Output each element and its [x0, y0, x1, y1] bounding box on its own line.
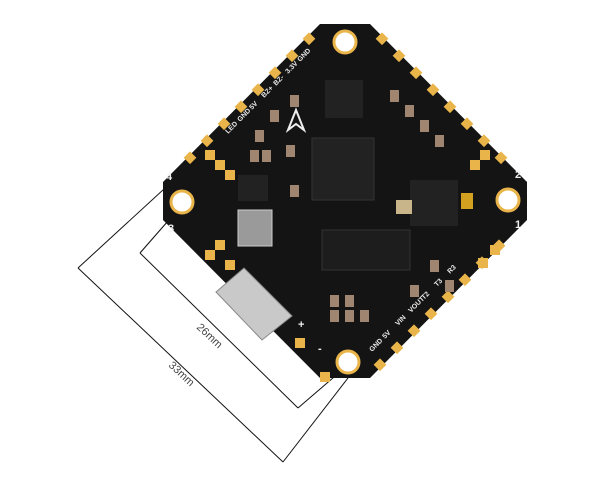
- motor-pad: [480, 150, 490, 160]
- capacitor: [330, 295, 339, 307]
- solder-pad: [373, 358, 387, 372]
- outer-dimension-label: 33mm: [166, 359, 197, 389]
- solder-pad: [302, 32, 316, 46]
- capacitor: [420, 120, 429, 132]
- crystal: [396, 200, 412, 214]
- boot-button: [461, 193, 473, 209]
- pad-label: T3: [433, 278, 444, 289]
- mounting-holes: [169, 29, 521, 375]
- plus-label: +: [298, 319, 304, 331]
- capacitor: [250, 150, 259, 162]
- motor-pad: [478, 258, 488, 268]
- solder-pad: [285, 49, 299, 63]
- capacitor: [270, 110, 279, 122]
- outer-dimension-line: [77, 267, 284, 463]
- solder-pad: [200, 134, 214, 148]
- brand-logo-icon: [285, 107, 307, 133]
- solder-pad: [234, 100, 248, 114]
- motor-pad: [225, 170, 235, 180]
- gyro-chip: [325, 80, 363, 118]
- motor-label-4: 4: [166, 171, 173, 183]
- mounting-hole: [332, 29, 358, 55]
- solder-pad: [460, 117, 474, 131]
- capacitor: [445, 280, 454, 292]
- capacitor: [345, 310, 354, 322]
- solder-pad: [390, 341, 404, 355]
- capacitor: [410, 285, 419, 297]
- capacitor: [290, 95, 299, 107]
- solder-pad: [426, 83, 440, 97]
- capacitor: [360, 310, 369, 322]
- motor-pad: [295, 338, 305, 348]
- motor-pad: [320, 372, 330, 382]
- minus-label: -: [318, 343, 322, 355]
- inner-dimension-line: [139, 252, 299, 409]
- motor-label-3: 3: [168, 223, 174, 235]
- flash-chip: [410, 180, 458, 226]
- capacitor: [430, 260, 439, 272]
- inductor: [237, 209, 273, 247]
- inner-dimension-label: 26mm: [194, 321, 225, 351]
- mounting-hole: [169, 189, 195, 215]
- solder-pad: [443, 100, 457, 114]
- solder-pad: [409, 66, 423, 80]
- motor-label-2: 2: [515, 169, 521, 181]
- solder-pads: [183, 32, 508, 382]
- capacitor: [262, 150, 271, 162]
- pad-label: 5V: [381, 329, 392, 340]
- capacitors: [250, 90, 454, 322]
- solder-pad: [424, 307, 438, 321]
- regulator-chip: [238, 175, 268, 201]
- capacitor: [255, 130, 264, 142]
- solder-pad: [217, 117, 231, 131]
- outer-extension-line: [77, 177, 177, 269]
- capacitor: [435, 135, 444, 147]
- solder-pad: [458, 273, 472, 287]
- capacitor: [330, 310, 339, 322]
- dimension-lines: [77, 177, 349, 463]
- solder-pad: [477, 134, 491, 148]
- solder-pad: [251, 83, 265, 97]
- solder-pad: [441, 290, 455, 304]
- usb-port: [215, 267, 293, 341]
- mounting-hole: [495, 187, 521, 213]
- motor-pad: [490, 245, 500, 255]
- solder-pad: [183, 151, 197, 165]
- solder-pad: [268, 66, 282, 80]
- outer-extension-line: [282, 377, 349, 463]
- pad-label: R3: [446, 264, 457, 275]
- pad-label: 5V: [248, 100, 259, 111]
- solder-pad: [407, 324, 421, 338]
- capacitor: [345, 295, 354, 307]
- solder-pad: [494, 151, 508, 165]
- motor-pad: [205, 150, 215, 160]
- solder-pad: [375, 32, 389, 46]
- esc-driver-chip: [321, 229, 411, 271]
- capacitor: [290, 185, 299, 197]
- motor-pad: [215, 240, 225, 250]
- pad-label: T2: [420, 291, 431, 302]
- motor-label-1: 1: [515, 219, 521, 231]
- mcu-chip: [311, 137, 375, 201]
- capacitor: [390, 90, 399, 102]
- motor-pad: [215, 160, 225, 170]
- mounting-hole: [335, 349, 361, 375]
- capacitor: [405, 105, 414, 117]
- motor-pad: [205, 250, 215, 260]
- motor-pad: [225, 260, 235, 270]
- solder-pad: [392, 49, 406, 63]
- capacitor: [286, 145, 295, 157]
- motor-pad: [470, 160, 480, 170]
